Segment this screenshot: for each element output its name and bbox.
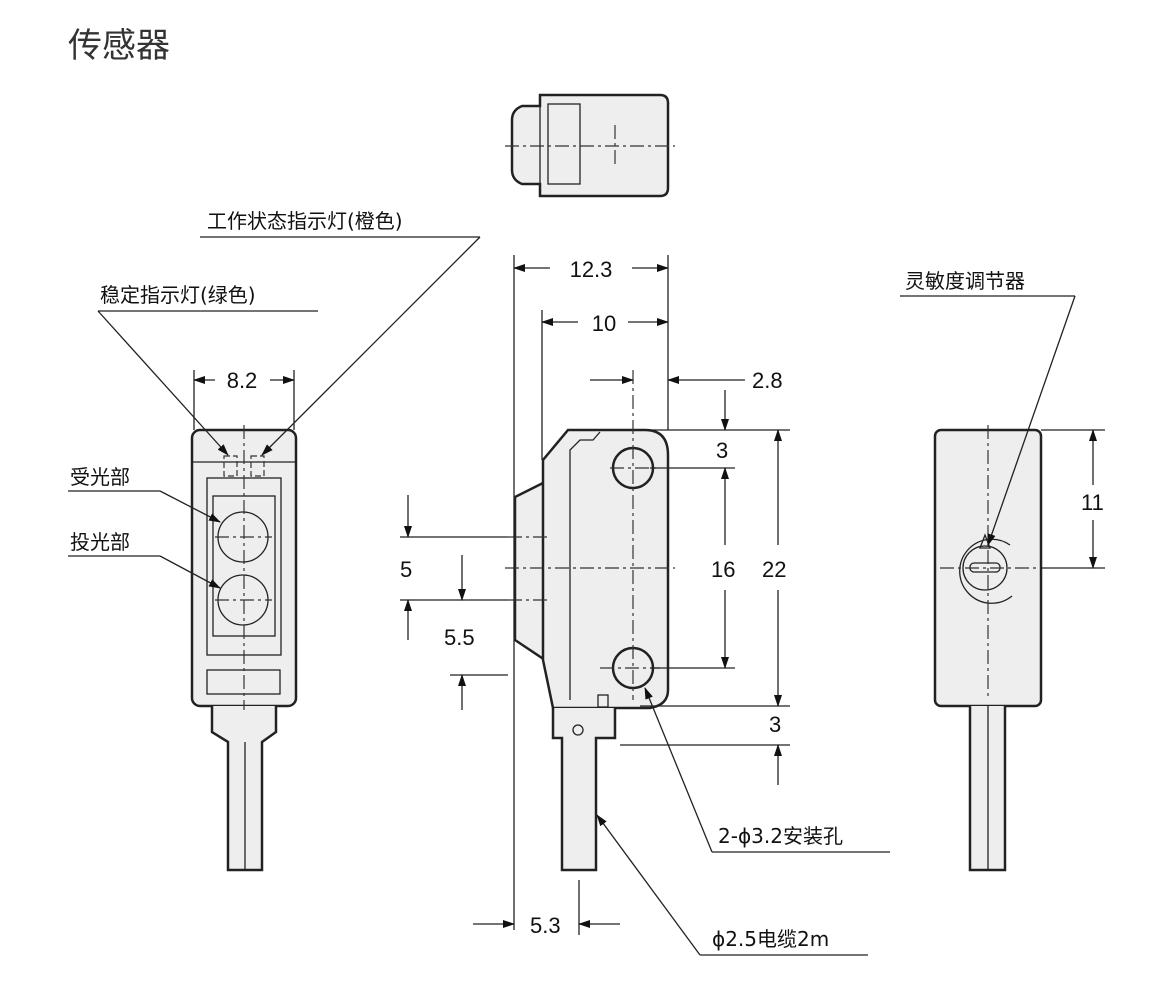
front-view: 8.2 稳定指示灯(绿色) 工作状态指示灯(橙色) 受光部 投光部 bbox=[68, 209, 481, 872]
dim-hole-offset: 2.8 bbox=[752, 368, 783, 393]
callout-mounting-holes: 2-ϕ3.2安装孔 bbox=[718, 824, 843, 848]
callout-sensitivity-adjuster: 灵敏度调节器 bbox=[905, 269, 1025, 293]
dim-lens-pitch: 5 bbox=[400, 557, 412, 582]
dim-total-height: 22 bbox=[762, 557, 786, 582]
dim-total-depth: 12.3 bbox=[570, 257, 613, 282]
dim-bottom-margin: 3 bbox=[769, 712, 781, 737]
sensitivity-adjuster-dial bbox=[962, 545, 1008, 591]
top-view bbox=[505, 93, 675, 198]
callout-cable: ϕ2.5电缆2m bbox=[712, 927, 829, 951]
dim-lens-offset: 5.5 bbox=[444, 625, 475, 650]
dim-adjuster-height: 11 bbox=[1081, 490, 1104, 515]
dim-hole-pitch: 16 bbox=[711, 557, 735, 582]
callout-stability-indicator: 稳定指示灯(绿色) bbox=[100, 283, 256, 307]
dim-top-margin: 3 bbox=[716, 438, 728, 463]
dim-cable-offset: 5.3 bbox=[530, 913, 561, 938]
callout-emitter: 投光部 bbox=[70, 530, 130, 554]
callout-operation-indicator: 工作状态指示灯(橙色) bbox=[207, 209, 403, 233]
rear-view: 11 灵敏度调节器 bbox=[900, 269, 1105, 872]
page-title: 传感器 bbox=[68, 26, 170, 66]
dim-body-depth: 10 bbox=[592, 311, 616, 336]
dim-front-width: 8.2 bbox=[227, 368, 258, 393]
callout-receiver: 受光部 bbox=[70, 465, 130, 489]
side-view: 12.3 10 2.8 3 16 22 3 5 5.5 bbox=[400, 255, 890, 956]
